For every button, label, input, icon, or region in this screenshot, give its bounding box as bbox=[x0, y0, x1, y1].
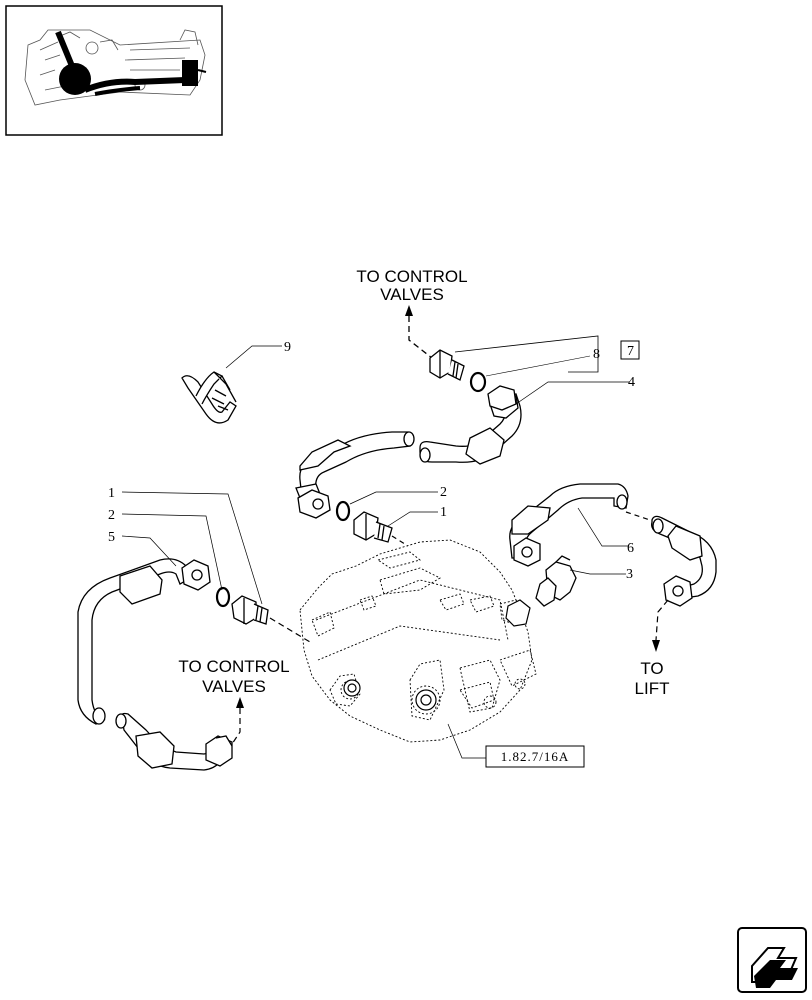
arrow-up-top bbox=[405, 305, 433, 359]
pipe-part-6 bbox=[509, 483, 629, 607]
o-ring-part-2-left bbox=[215, 586, 231, 608]
callout-9: 9 bbox=[284, 340, 291, 355]
to-control-valves-left-line1: TO CONTROL bbox=[178, 657, 289, 676]
leader-6 bbox=[577, 507, 628, 547]
leader-1-left bbox=[121, 491, 263, 605]
leader-3 bbox=[569, 569, 626, 575]
adapter-part-1-left bbox=[231, 595, 269, 625]
valve-body bbox=[299, 539, 537, 743]
callout-8-group: 8 7 bbox=[454, 335, 640, 377]
leader-9 bbox=[225, 345, 282, 369]
leader-5 bbox=[121, 535, 177, 567]
pipe-part-5 bbox=[77, 558, 233, 771]
tractor-location-thumbnail bbox=[5, 5, 223, 136]
leader-2-left bbox=[121, 513, 223, 591]
to-control-valves-left-line2: VALVES bbox=[202, 677, 266, 696]
callout-6: 6 bbox=[627, 541, 634, 556]
valve-port-solid bbox=[343, 599, 531, 711]
adapter-part-1-mid bbox=[353, 511, 393, 543]
leader-2-mid bbox=[349, 491, 438, 505]
to-lift-line1: TO bbox=[640, 659, 663, 678]
callout-2-left: 2 bbox=[108, 508, 115, 523]
pipe-part-4 bbox=[295, 385, 522, 519]
leader-ref bbox=[447, 723, 486, 759]
pipe-to-lift bbox=[651, 515, 717, 607]
callout-8: 8 bbox=[593, 347, 600, 362]
leader-1-mid bbox=[387, 511, 438, 527]
adapter-top-part-8 bbox=[429, 349, 487, 393]
to-lift-line2: LIFT bbox=[635, 679, 670, 698]
next-page-arrow-icon[interactable] bbox=[737, 927, 807, 993]
callout-1-left: 1 bbox=[108, 486, 115, 501]
callout-3: 3 bbox=[626, 567, 633, 582]
callout-4: 4 bbox=[628, 375, 635, 390]
reference-box bbox=[485, 745, 585, 768]
to-control-valves-top-line1: TO CONTROL bbox=[356, 267, 467, 286]
callout-5: 5 bbox=[108, 530, 115, 545]
clip-part-9 bbox=[181, 371, 237, 424]
callout-2-mid: 2 bbox=[440, 485, 447, 500]
o-ring-part-2-mid bbox=[335, 500, 351, 522]
leader-4 bbox=[515, 381, 630, 405]
to-control-valves-top-line2: VALVES bbox=[380, 285, 444, 304]
arrow-down-lift bbox=[652, 640, 660, 652]
callout-7: 7 bbox=[627, 344, 634, 359]
callout-1-mid: 1 bbox=[440, 505, 447, 520]
reference-label: 1.82.7/16A bbox=[501, 749, 570, 764]
arrow-up-left bbox=[236, 697, 244, 708]
